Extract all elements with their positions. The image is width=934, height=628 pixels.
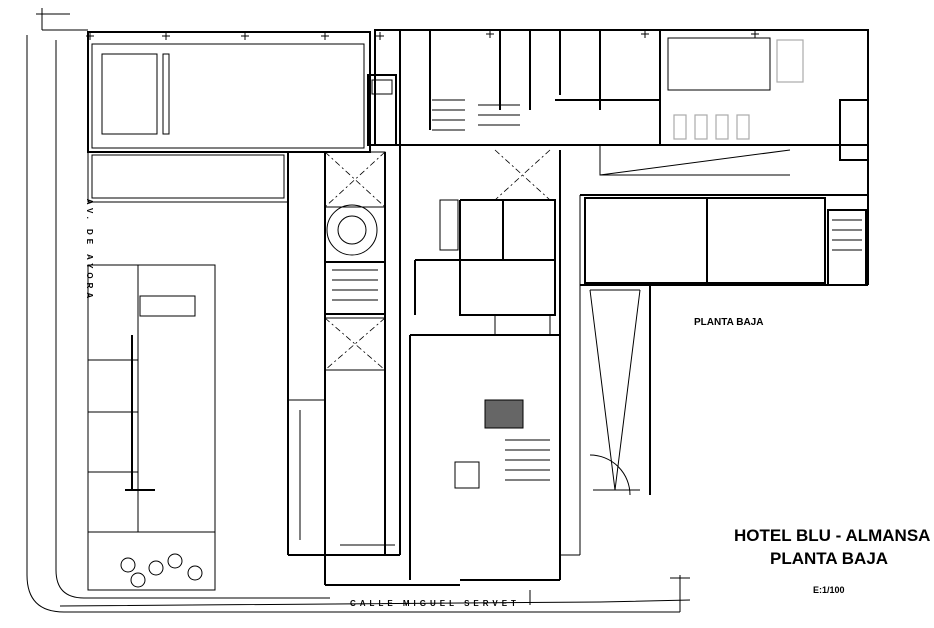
column-markers [86, 30, 759, 40]
street-label-left: AV. DE AYORA [85, 198, 95, 303]
street-label-bottom: CALLE MIGUEL SERVET [350, 599, 520, 608]
plan-label: PLANTA BAJA [694, 317, 764, 328]
service-block [409, 149, 581, 581]
central-block [287, 30, 460, 586]
right-lower-block [580, 144, 869, 496]
drawing-title: HOTEL BLU - ALMANSA [734, 526, 931, 545]
street-boundary [26, 8, 691, 613]
spa-block [87, 31, 397, 203]
courtyard-zone [87, 264, 216, 591]
drawing-subtitle: PLANTA BAJA [770, 549, 889, 568]
right-upper-block [374, 29, 869, 161]
drawing-scale: E:1/100 [813, 585, 845, 595]
